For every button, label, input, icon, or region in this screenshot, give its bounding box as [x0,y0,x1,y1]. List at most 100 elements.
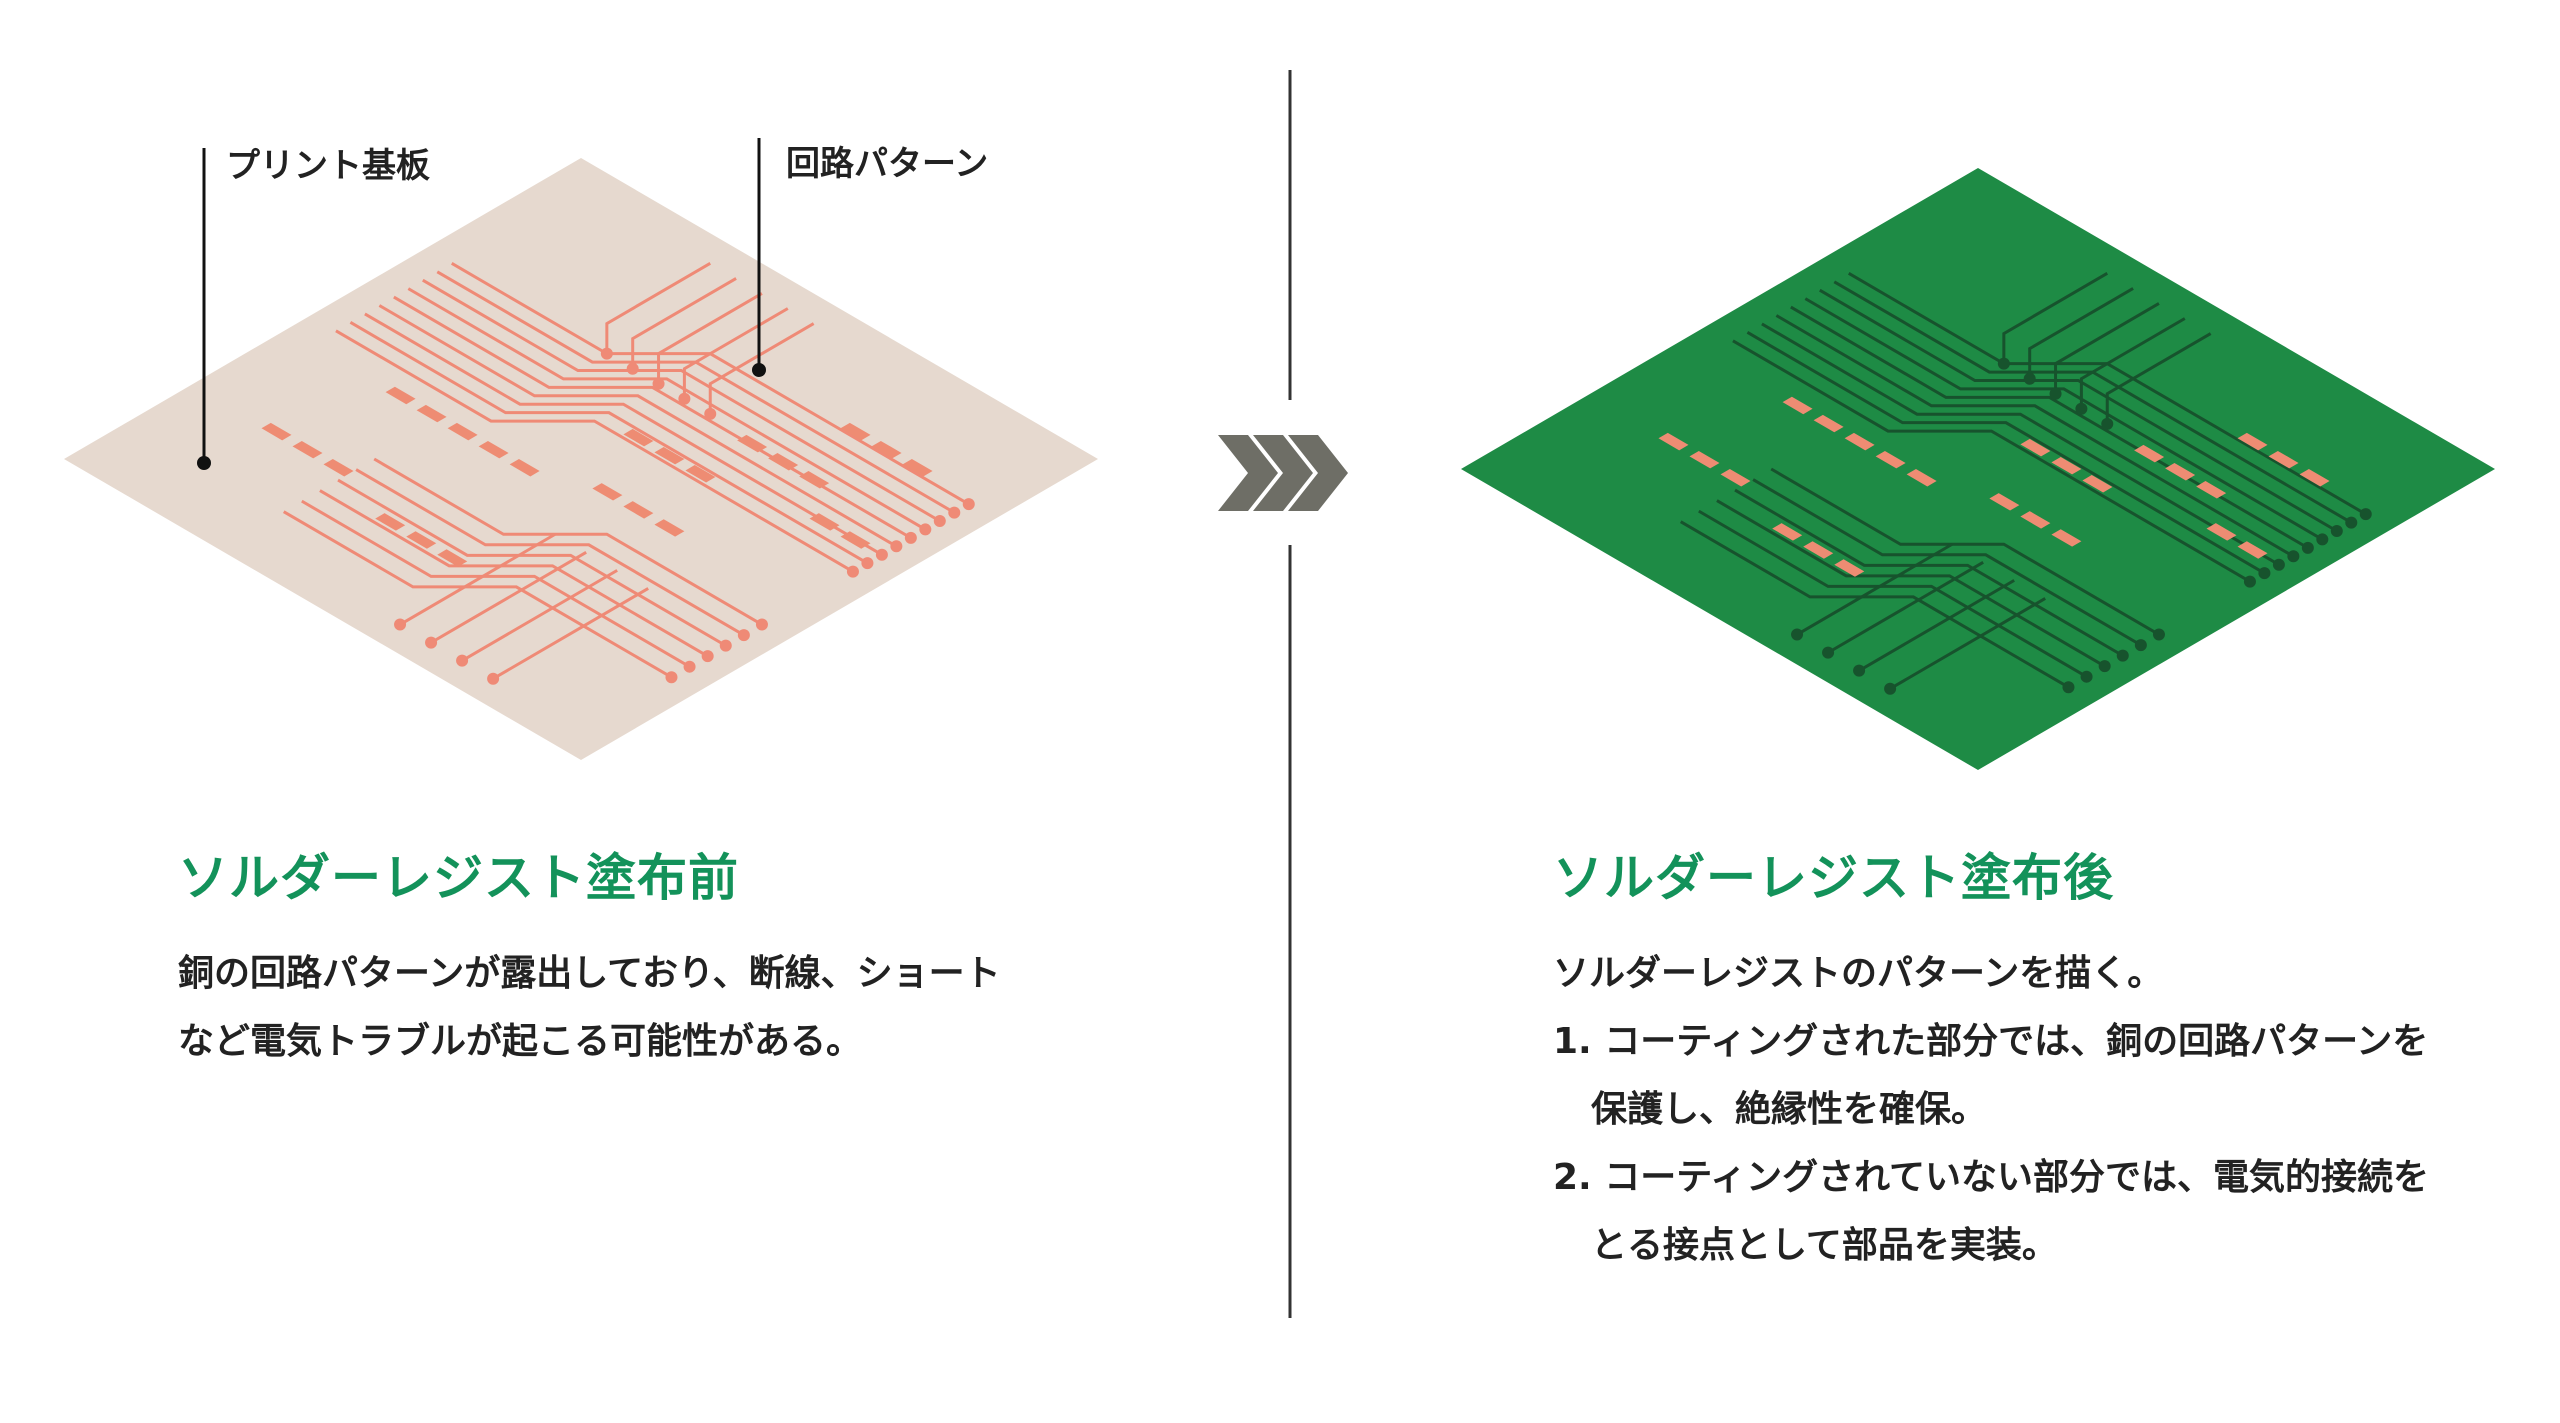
pad [2237,541,2268,559]
pad [437,549,468,567]
pad [509,459,540,477]
pad [261,422,292,441]
pad [2206,523,2237,541]
pad [2020,438,2051,457]
trace [1775,314,2295,558]
via [665,671,678,684]
pad [1772,523,1803,541]
trace [461,569,618,662]
label-circuit-pattern: 回路パターン [786,144,989,184]
pad [2196,481,2227,499]
via [425,636,438,649]
via [2134,639,2147,652]
trace [2105,332,2212,424]
via [861,557,874,570]
pad [2082,475,2113,493]
pad [375,513,406,531]
pad [1803,541,1834,559]
pad [1989,493,2020,511]
trace [1858,579,2015,672]
pad [2051,529,2082,547]
pad [592,483,623,501]
via [2301,541,2314,554]
via [683,660,696,673]
via [904,531,917,544]
trace [1796,542,1953,636]
description-after-line-5: とる接点として部品を実装。 [1553,1212,2429,1280]
via [2116,649,2129,662]
pad [478,440,509,459]
label-substrate: プリント基板 [226,146,430,186]
via [600,347,613,360]
via [2023,372,2036,385]
via [2359,508,2372,521]
pad [2134,444,2165,463]
pad [654,446,685,465]
description-before-line-2: など電気トラブルが起こる可能性がある。 [178,1021,863,1062]
trace [407,287,927,531]
pad [737,434,768,453]
description-after-line-5-text: とる接点として部品を実装。 [1591,1225,2058,1266]
board-before [64,158,1098,760]
trace [2002,272,2109,364]
description-after-line-1: ソルダーレジストのパターンを描く。 [1553,953,2164,994]
heading-after: ソルダーレジスト塗布後 [1553,849,2114,907]
description-after: ソルダーレジストのパターンを描く。 1. コーティングされた部分では、銅の回路パ… [1553,940,2429,1280]
pad [2020,511,2051,529]
via [2049,387,2062,400]
via [2062,681,2075,694]
trace [430,551,587,644]
via [2316,533,2329,546]
trace [1827,561,1984,654]
via [652,377,665,390]
pad [2299,469,2330,487]
pad [323,459,354,477]
pad [623,501,654,519]
pad [2165,462,2196,481]
via [626,362,639,375]
via [2101,417,2114,430]
pad [654,519,685,537]
pad [1720,469,1751,487]
trace [364,312,883,557]
via [737,629,750,642]
via [2345,516,2358,529]
via [755,618,768,631]
pad [1875,450,1906,469]
trace [349,321,869,565]
pad [447,422,478,441]
trace [657,292,763,384]
via [919,523,932,536]
via [2098,660,2111,673]
via [487,672,500,685]
description-after-line-3-text: 保護し、絶縁性を確保。 [1591,1089,1988,1130]
trace [399,532,556,626]
via [1884,682,1897,695]
pad [871,440,902,459]
via [1791,628,1804,641]
board-after [1461,168,2495,770]
via [456,654,469,667]
via [962,498,975,511]
via [948,506,961,519]
description-before: 銅の回路パターンが露出しており、断線、ショート など電気トラブルが起こる可能性が… [178,940,1001,1076]
pad [385,386,416,405]
circuit-traces [282,262,975,685]
description-before-line-1: 銅の回路パターンが露出しており、断線、ショート [178,953,1001,994]
pad [1813,414,1844,433]
via [394,618,407,631]
via [875,548,888,561]
pcb-substrate [64,158,1098,760]
covered-traces [1679,272,2372,695]
via [2080,670,2093,683]
exposed-pads [1658,396,2330,577]
pad [1834,559,1865,577]
trace [378,304,898,548]
trace [2054,302,2160,394]
solder-resist-board [1461,168,2495,770]
pad [1782,396,1813,415]
description-after-line-2: 1. コーティングされた部分では、銅の回路パターンを [1553,1021,2429,1062]
via [1822,646,1835,659]
description-after-line-3: 保護し、絶縁性を確保。 [1553,1076,2429,1144]
